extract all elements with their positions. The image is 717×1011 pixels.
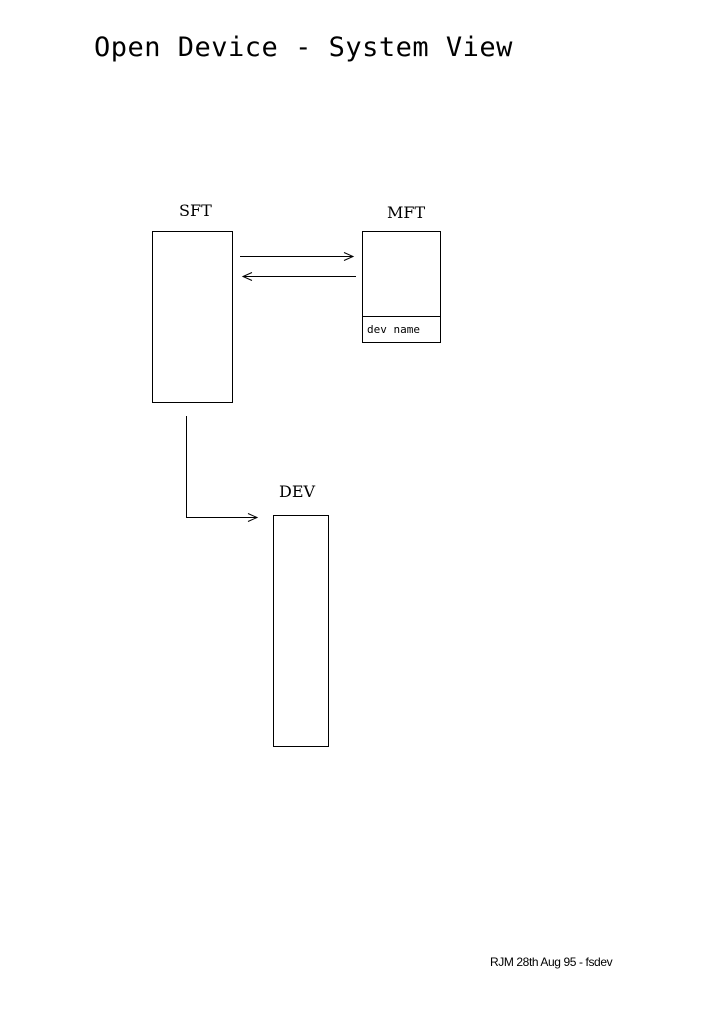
dev-box: [273, 515, 329, 747]
sft-box: [152, 231, 233, 403]
mft-label: MFT: [387, 203, 426, 222]
page-title: Open Device - System View: [94, 32, 513, 63]
sft-label: SFT: [179, 201, 212, 220]
sft-to-dev-arrow: [186, 416, 259, 522]
mft-dev-name-field: dev name: [363, 316, 440, 342]
footer-credit: RJM 28th Aug 95 - fsdev: [490, 955, 613, 969]
mft-to-sft-arrow: [241, 272, 356, 281]
dev-label: DEV: [279, 482, 316, 501]
sft-to-mft-arrow: [240, 252, 355, 261]
mft-box: dev name: [362, 231, 441, 343]
